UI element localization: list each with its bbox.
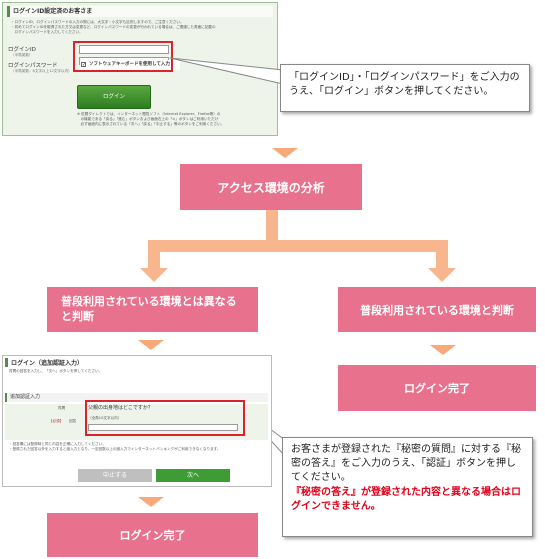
question-label: 質問	[58, 406, 66, 410]
login-note: ・初めてログインIDを取得された方又は変更など、ログインパスワードの変更が行われ…	[11, 25, 216, 29]
login-callout: 「ログインID」・「ログインパスワード」をご入力のうえ、「ログイン」ボタンを押し…	[280, 64, 530, 112]
branch-right-arrow-icon	[428, 268, 456, 282]
login-notes: ・ログインID、ログインパスワードの入力の際には、大文字・小文字も区別しますので…	[11, 20, 273, 35]
branch-left-box: 普段利用されている環境とは異なると判断	[47, 287, 258, 332]
checkbox-icon[interactable]: ✓	[81, 62, 87, 68]
branch-bar	[148, 240, 448, 252]
required-badge: 【必須】	[49, 419, 64, 423]
analysis-box: アクセス環境の分析	[180, 164, 362, 210]
login-id-label: ログインID	[8, 47, 36, 53]
answer-label: 回答	[69, 419, 77, 423]
arrow-down-icon	[272, 148, 298, 158]
auth-notes: ・回答欄には登録時と同じ内容を正確に入力してください。 ・登録された回答以外を入…	[9, 442, 269, 452]
arrow-down-icon	[138, 497, 164, 507]
answer-input[interactable]	[88, 424, 238, 431]
footer-note: の機能である「戻る」「進む」ボタンおよび画面右上の「×」ボタンはご利用いただけ	[77, 117, 219, 121]
arrow-down-icon	[138, 340, 164, 350]
auth-callout: お客さまが登録された『秘密の質問』に対する『秘密の答え』をご入力のうえ、「認証」…	[282, 437, 533, 537]
login-note: ・ログインID、ログインパスワードの入力の際には、大文字・小文字も区別しますので…	[11, 20, 184, 24]
auth-note: ・登録された回答以外を入力すると誤入力となり、一定回数以上の誤入力でインターネッ…	[9, 447, 221, 451]
branch-left-leg	[148, 252, 160, 270]
login-callout-text: 「ログインID」・「ログインパスワード」をご入力のうえ、「ログイン」ボタンを押し…	[289, 72, 520, 97]
login-id-input[interactable]	[79, 45, 169, 54]
cancel-button[interactable]: 中止する	[78, 469, 152, 482]
login-highlight-frame	[73, 41, 173, 72]
login-button[interactable]: ログイン	[77, 85, 151, 109]
auth-instruction: 質問の回答を入力し、「次へ」ボタンを押してください。	[9, 369, 103, 373]
branch-left-arrow-icon	[140, 268, 168, 282]
login-callout-pointer	[169, 57, 284, 85]
arrow-down-icon	[430, 345, 456, 355]
login-complete-right: ログイン完了	[338, 365, 536, 411]
login-screen-title: ログインID設定済のお客さま	[7, 6, 273, 17]
next-button[interactable]: 次へ	[156, 469, 230, 482]
login-note: ログインパスワードを入力してください。	[11, 30, 83, 34]
auth-callout-warning: 『秘密の答え』が登録された内容と異なる場合はログインできません。	[291, 487, 521, 512]
login-id-sub: （半角英数）	[11, 53, 33, 57]
question-text: 父親の出身地はどこですか？	[88, 405, 153, 411]
auth-section-title: 追加認証入力	[5, 393, 268, 402]
soft-keyboard-label: ソフトウェアキーボードを使用して入力	[89, 62, 170, 67]
branch-right-leg	[436, 252, 448, 270]
footer-note: ※ 佐銀ダイレクトでは、インターネット閲覧ソフト（Internet Explor…	[77, 112, 221, 116]
branch-stem	[266, 210, 278, 248]
auth-screen-title: ログイン（追加認証入力）	[5, 358, 83, 367]
login-complete-left: ログイン完了	[47, 513, 258, 557]
login-footer-notes: ※ 佐銀ダイレクトでは、インターネット閲覧ソフト（Internet Explor…	[77, 112, 277, 127]
auth-callout-text: お客さまが登録された『秘密の質問』に対する『秘密の答え』をご入力のうえ、「認証」…	[291, 444, 521, 483]
login-password-sub: （半角英数：6文字以上12文字以内）	[11, 69, 72, 73]
auth-note: ・回答欄には登録時と同じ内容を正確に入力してください。	[9, 442, 106, 446]
auth-screenshot: ログイン（追加認証入力） 質問の回答を入力し、「次へ」ボタンを押してください。 …	[2, 355, 272, 487]
login-password-label: ログインパスワード	[8, 63, 58, 69]
auth-highlight-frame	[85, 400, 245, 436]
branch-right-box: 普段利用されている環境と判断	[338, 287, 536, 332]
soft-keyboard-option[interactable]: ✓ ソフトウェアキーボードを使用して入力	[80, 60, 180, 70]
answer-hint: （全角10文字以内）	[88, 416, 122, 420]
footer-note: 必ず画面内に表示されている「次へ」「戻る」「中止する」等のボタンをご利用ください…	[77, 122, 225, 126]
